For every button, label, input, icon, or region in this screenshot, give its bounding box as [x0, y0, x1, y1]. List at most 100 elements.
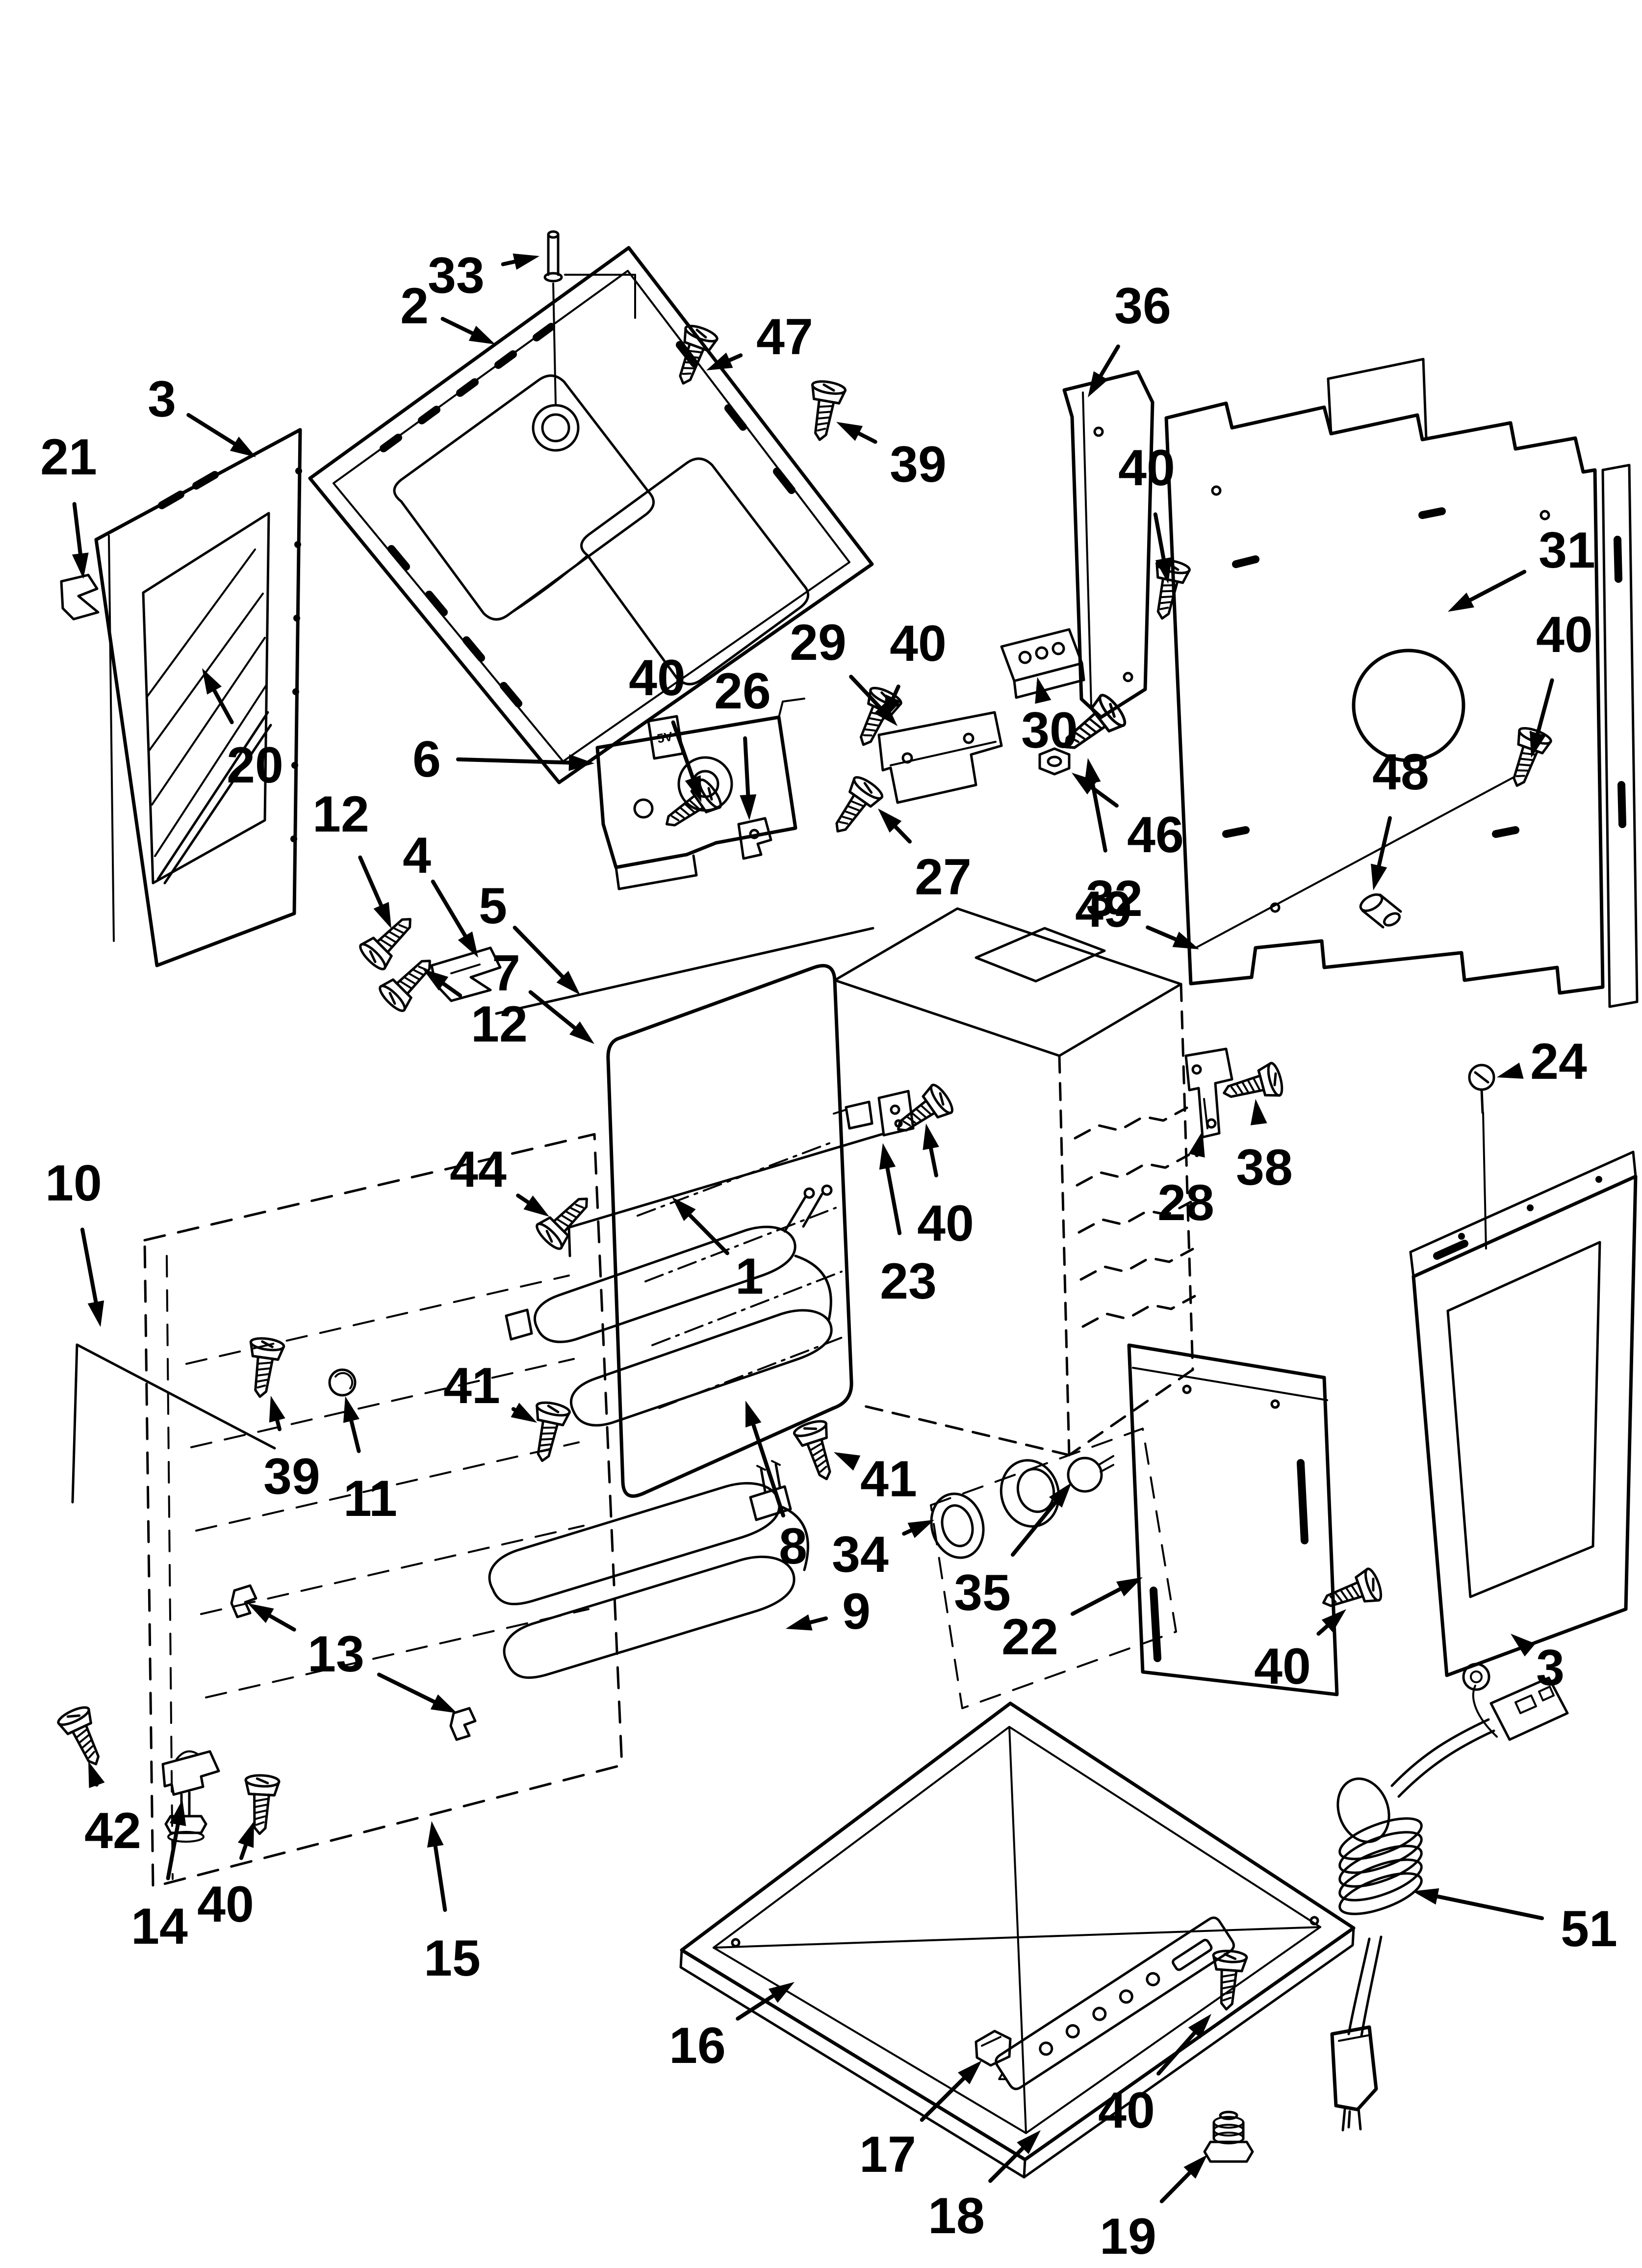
- callout-40-30: 40: [917, 1123, 974, 1252]
- part-right-side-panel: [1409, 1150, 1638, 1677]
- part-retainer-clip: [737, 817, 772, 860]
- part-drawer-glide-rail: [995, 1916, 1235, 2090]
- callout-number-15: 15: [424, 1930, 481, 1987]
- callout-number-41: 41: [860, 1451, 917, 1508]
- callout-9-47: 9: [786, 1583, 871, 1640]
- light-bulb: [1067, 1457, 1103, 1493]
- callout-27-19: 27: [878, 808, 972, 906]
- callout-40-41: 40: [197, 1821, 254, 1933]
- callout-40-9: 40: [1118, 440, 1175, 584]
- callout-12-24: 12: [423, 969, 528, 1053]
- part-latch-rod: [495, 927, 874, 1015]
- callout-24-33: 24: [1497, 1033, 1587, 1090]
- callout-number-40: 40: [1118, 440, 1175, 496]
- callout-number-31: 31: [1539, 522, 1595, 579]
- callout-number-22: 22: [1001, 1609, 1058, 1666]
- callout-number-38: 38: [1236, 1139, 1293, 1196]
- callout-number-28: 28: [1157, 1174, 1214, 1231]
- callout-40-18: 40: [629, 650, 701, 802]
- part-rack-guide-bracket: [877, 711, 1003, 804]
- callout-number-16: 16: [669, 2017, 726, 2074]
- callout-26-17: 26: [714, 663, 771, 820]
- callout-number-39: 39: [263, 1448, 320, 1505]
- callout-35-46: 35: [954, 1483, 1072, 1621]
- callout-number-17: 17: [859, 2126, 916, 2183]
- callout-40-4: 40: [883, 615, 947, 721]
- callout-number-14: 14: [131, 1898, 188, 1955]
- callout-number-40: 40: [629, 650, 686, 706]
- callout-39-35: 39: [263, 1396, 320, 1505]
- callout-number-40: 40: [1254, 1638, 1311, 1695]
- callout-number-18: 18: [928, 2188, 985, 2244]
- callout-41-43: 41: [834, 1451, 917, 1508]
- part-grommet: [1359, 893, 1402, 929]
- callout-49-28: 49: [1075, 881, 1199, 949]
- callout-47-2: 47: [706, 309, 813, 370]
- callout-3-50: 3: [1511, 1634, 1565, 1696]
- callout-number-39: 39: [890, 436, 947, 493]
- callout-number-3: 3: [1536, 1640, 1565, 1696]
- part-threaded-foot: [1203, 2111, 1254, 2163]
- callout-number-1: 1: [735, 1248, 764, 1305]
- callout-number-36: 36: [1114, 278, 1171, 335]
- callout-48-12: 48: [1371, 744, 1429, 890]
- callout-number-32: 32: [1086, 870, 1143, 927]
- part-hex-nut: [1038, 747, 1071, 776]
- callout-1-27: 1: [672, 1197, 764, 1305]
- screw-39a: [803, 379, 847, 443]
- screw-41b: [793, 1418, 842, 1484]
- callout-40-11: 40: [1530, 606, 1593, 758]
- part-broil-element: [505, 1184, 833, 1427]
- callout-number-34: 34: [832, 1526, 889, 1583]
- callout-22-48: 22: [1001, 1577, 1143, 1666]
- callout-number-6: 6: [412, 731, 441, 788]
- callout-number-40: 40: [1536, 606, 1593, 663]
- part-clip-13b: [449, 1707, 477, 1741]
- callout-11-36: 11: [343, 1396, 397, 1527]
- callout-number-3: 3: [148, 371, 176, 428]
- part-ground-wire: [1195, 777, 1514, 949]
- part-latch-keeper-bracket: [1184, 1047, 1233, 1139]
- callout-number-23: 23: [880, 1253, 937, 1310]
- callout-2-1: 2: [400, 278, 495, 344]
- callout-39-3: 39: [836, 422, 947, 493]
- callout-31-10: 31: [1448, 522, 1595, 612]
- callout-21-6: 21: [40, 429, 97, 579]
- callout-13-38: 13: [248, 1603, 457, 1713]
- part-door-screw-24: [1468, 1064, 1495, 1250]
- callout-46-13: 46: [1072, 773, 1184, 863]
- latch-switch-label: 5V: [656, 729, 674, 746]
- callout-number-44: 44: [450, 1141, 507, 1198]
- part-insulation-panel: [143, 1133, 623, 1888]
- callout-number-51: 51: [1561, 1901, 1617, 1957]
- callout-10-34: 10: [45, 1155, 104, 1327]
- callout-number-24: 24: [1530, 1033, 1587, 1090]
- callout-number-35: 35: [954, 1564, 1011, 1621]
- callout-3-5: 3: [148, 371, 256, 457]
- callout-41-37: 41: [443, 1357, 537, 1423]
- part-oven-cavity: [606, 907, 1196, 1498]
- callout-number-46: 46: [1127, 807, 1184, 863]
- callout-12-23: 12: [312, 786, 391, 929]
- screw-44: [534, 1187, 598, 1252]
- callout-14-40: 14: [131, 1799, 188, 1955]
- part-door-gasket: [606, 964, 853, 1498]
- callout-number-41: 41: [443, 1357, 500, 1414]
- callout-15-42: 15: [424, 1821, 481, 1987]
- part-access-panel: [1127, 1343, 1339, 1696]
- callout-number-40: 40: [917, 1195, 974, 1252]
- callout-44-26: 44: [450, 1141, 549, 1217]
- callout-number-26: 26: [714, 663, 771, 720]
- callout-30-15: 30: [1021, 677, 1078, 759]
- callout-8-44: 8: [745, 1401, 807, 1575]
- part-door-liner-hatching: [146, 548, 272, 885]
- part-heat-shield: [1062, 370, 1155, 719]
- callout-32-14: 32: [1084, 758, 1143, 927]
- part-standoff-pin: [543, 230, 636, 405]
- callout-number-40: 40: [1098, 2082, 1155, 2139]
- light-lens: [930, 1492, 985, 1559]
- callout-23-29: 23: [879, 1143, 937, 1310]
- screw-41a: [526, 1400, 570, 1464]
- callout-38-32: 38: [1236, 1099, 1293, 1196]
